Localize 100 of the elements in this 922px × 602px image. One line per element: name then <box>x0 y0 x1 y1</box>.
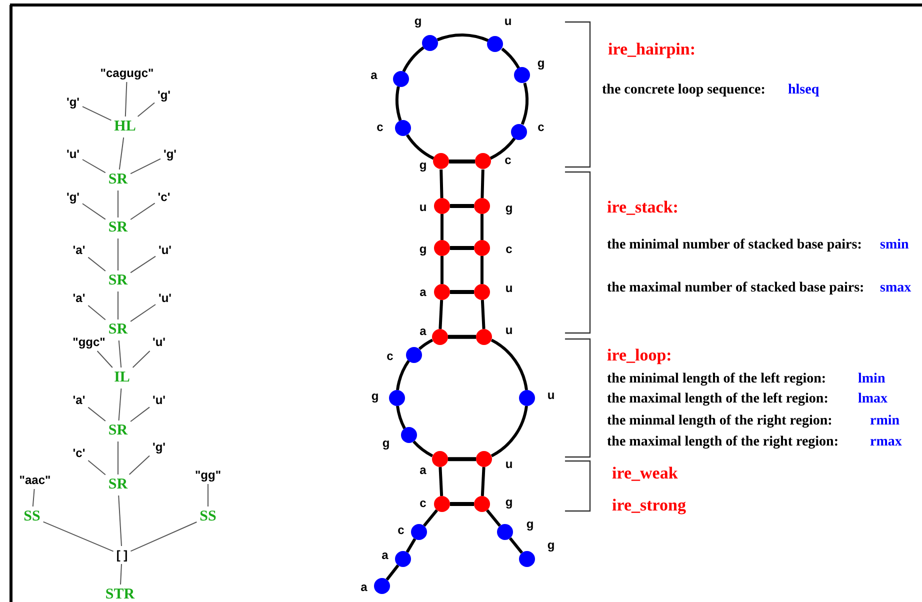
base-letter: g <box>419 159 427 171</box>
node-label: SR <box>108 478 128 492</box>
nucleotide-dot <box>434 198 450 214</box>
node-label: HL <box>114 120 136 134</box>
tree-line <box>82 159 106 174</box>
backbone-line <box>486 509 502 527</box>
heading: ire_weak <box>612 464 678 484</box>
parameter-name: hlseq <box>788 82 820 98</box>
backbone-line <box>480 467 486 496</box>
nucleotide-dot <box>411 524 427 540</box>
backbone-line <box>396 86 402 121</box>
backbone-line <box>386 564 400 581</box>
nucleotide-dot <box>476 328 492 345</box>
nucleotide-dot <box>422 35 438 52</box>
base-letter: a <box>420 464 426 476</box>
node-label: 'c' <box>158 191 170 203</box>
base-letter: a <box>370 69 378 81</box>
parameter-text: the maximal number of stacked base pairs: <box>607 280 864 296</box>
base-letter: u <box>504 15 512 27</box>
node-label: 'g' <box>163 148 177 160</box>
base-letter: u <box>505 324 513 336</box>
base-letter: a <box>420 286 426 298</box>
tree-line <box>118 137 124 170</box>
backbone-line <box>406 134 434 160</box>
backbone-line <box>501 48 520 69</box>
base-letter: g <box>526 518 534 530</box>
backbone-line <box>418 338 434 350</box>
base-pair-line <box>450 204 474 208</box>
base-letter: g <box>371 390 379 402</box>
parameter-name: lmin <box>858 371 886 387</box>
backbone-line <box>490 137 516 160</box>
heading: ire_loop: <box>607 346 672 366</box>
parameter-name: lmax <box>858 391 888 407</box>
tree-line <box>88 305 106 320</box>
node-label: SR <box>108 322 128 338</box>
tree-line <box>120 564 122 585</box>
nucleotide-dot <box>510 124 527 140</box>
nucleotide-dot <box>374 578 390 594</box>
node-label: STR <box>105 588 135 602</box>
base-letter: c <box>506 243 512 255</box>
tree-line <box>82 203 106 220</box>
heading: ire_strong <box>612 496 686 516</box>
node-label: 'u' <box>152 336 166 348</box>
node-label: [ ] <box>116 549 128 561</box>
nucleotide-dot <box>475 153 492 170</box>
node-label: 'u' <box>158 292 172 304</box>
tree-line <box>42 521 114 552</box>
nucleotide-dot <box>476 451 492 468</box>
nucleotide-dot <box>514 67 530 84</box>
tree-line <box>130 522 198 552</box>
backbone-line <box>412 440 434 458</box>
nucleotide-dot <box>395 551 411 567</box>
tree-line <box>130 158 161 174</box>
base-letter: u <box>419 201 427 213</box>
tree-line <box>137 102 155 117</box>
nucleotide-dot <box>406 346 422 362</box>
nucleotide-dot <box>389 390 405 406</box>
nucleotide-dot <box>519 390 535 406</box>
base-letter: g <box>382 437 390 449</box>
node-label: 'a' <box>72 394 86 406</box>
backbone-line <box>402 46 424 72</box>
tree-line <box>130 304 156 322</box>
backbone-line <box>406 538 416 553</box>
tree-line <box>118 388 122 421</box>
nucleotide-dot <box>434 496 450 512</box>
base-pair-line <box>448 334 476 339</box>
node-label: 'a' <box>72 244 86 256</box>
parameter-name: rmin <box>870 413 900 429</box>
base-letter: c <box>420 497 426 509</box>
base-letter: a <box>382 549 388 561</box>
tree-line <box>128 455 150 475</box>
backbone-line <box>396 360 410 390</box>
backbone-line <box>480 256 484 284</box>
backbone-line <box>480 214 484 240</box>
tree-line <box>88 256 106 272</box>
base-pair-line <box>450 290 474 294</box>
tree-line <box>118 495 122 546</box>
nucleotide-dot <box>434 240 450 256</box>
backbone-line <box>438 300 444 329</box>
node-label: 'g' <box>66 96 80 108</box>
backbone-line <box>440 214 444 240</box>
nucleotide-dot <box>474 198 490 214</box>
tree-line <box>96 350 113 368</box>
base-letter: g <box>547 539 555 551</box>
base-letter: u <box>505 458 513 470</box>
base-letter: c <box>538 121 544 133</box>
base-letter: g <box>419 243 427 255</box>
nucleotide-dot <box>434 284 450 300</box>
node-label: SR <box>108 424 128 438</box>
tree-line <box>118 340 122 368</box>
nucleotide-dot <box>519 551 535 567</box>
nucleotide-dot <box>487 36 504 52</box>
backbone-line <box>480 169 484 198</box>
node-label: 'a' <box>72 292 86 304</box>
backbone-line <box>396 406 406 430</box>
node-label: 'u' <box>66 148 80 160</box>
base-letter: c <box>376 121 384 133</box>
node-label: "ggc" <box>72 336 106 348</box>
backbone-line <box>440 256 444 284</box>
nucleotide-dot <box>497 524 513 540</box>
